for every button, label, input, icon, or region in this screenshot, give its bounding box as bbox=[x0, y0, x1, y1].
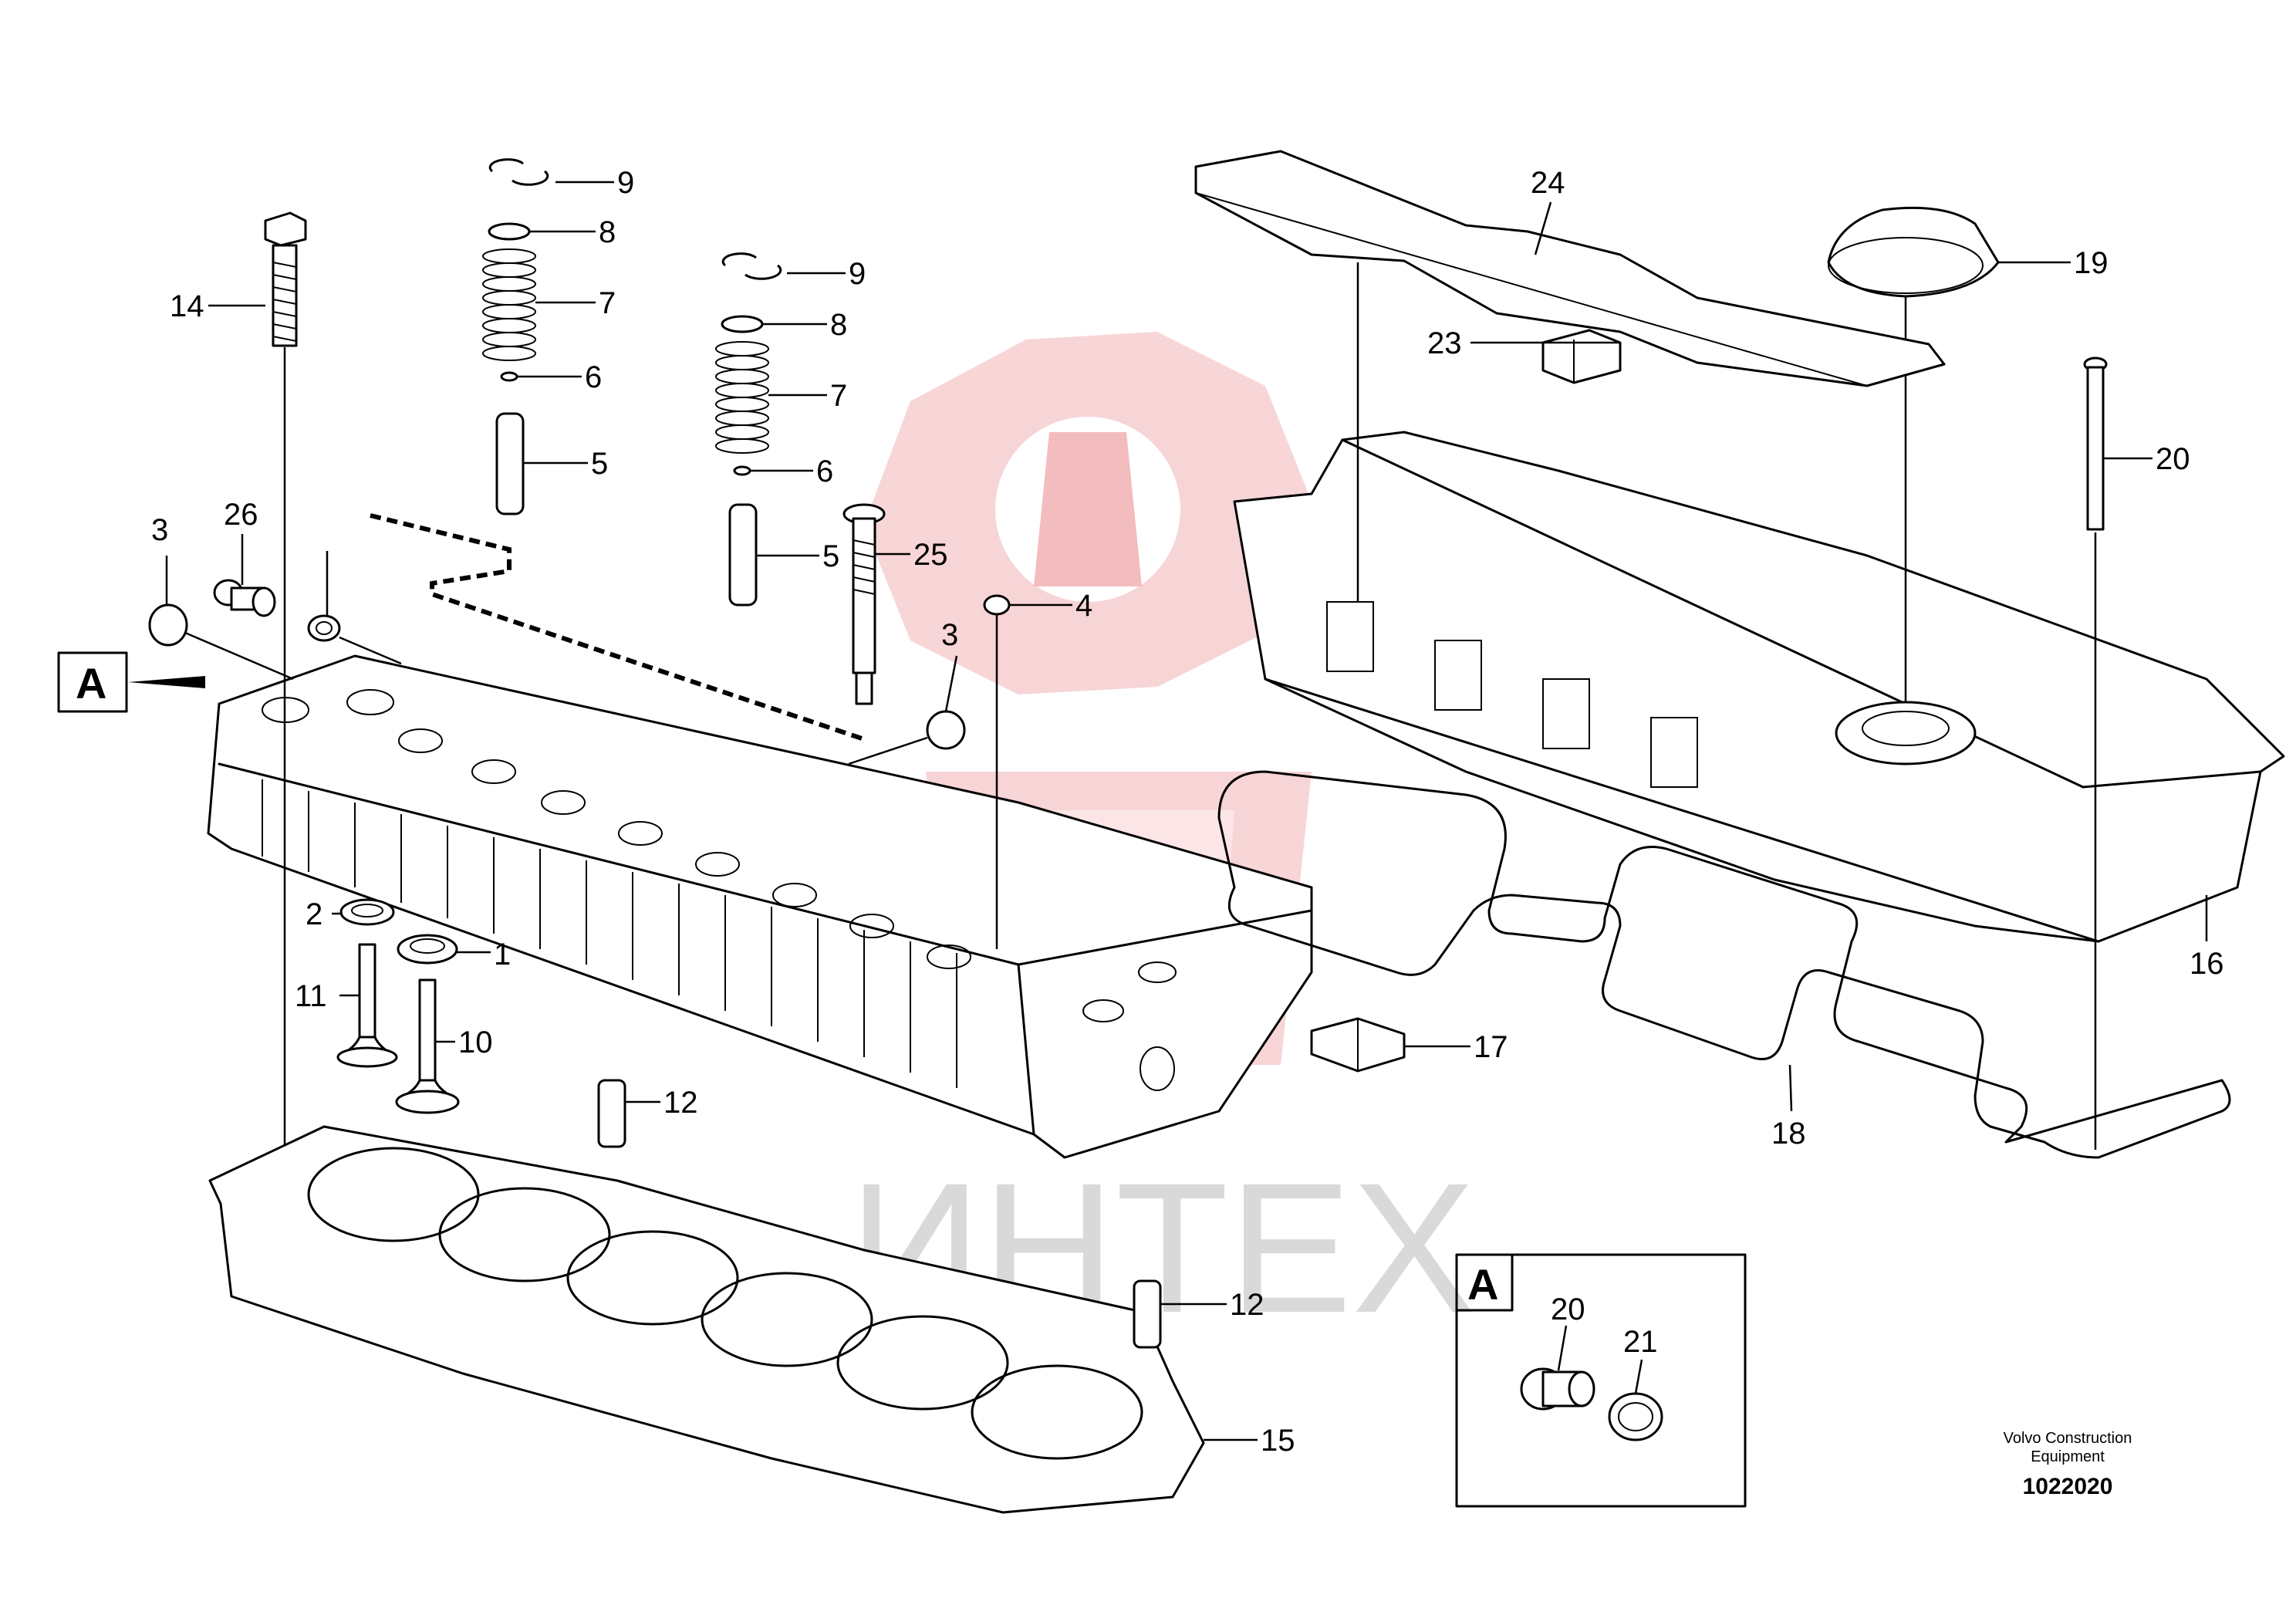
callout-9b: 9 bbox=[849, 257, 866, 291]
plug-3a bbox=[148, 603, 188, 647]
callout-9a: 9 bbox=[617, 166, 634, 200]
dowel-12b bbox=[1133, 1279, 1162, 1349]
detail-view-letter: A bbox=[1467, 1260, 1498, 1309]
callout-2: 2 bbox=[306, 897, 322, 931]
oil-cap-18 bbox=[1827, 206, 2000, 702]
valve-cover-15 bbox=[1233, 431, 2285, 943]
callout-12b: 12 bbox=[1230, 1288, 1264, 1322]
cylinder-head bbox=[207, 654, 1313, 1159]
detail-view-box bbox=[1455, 1253, 1747, 1508]
valve-seals bbox=[339, 898, 458, 965]
callout-25: 26 bbox=[224, 498, 258, 532]
view-marker-letter: A bbox=[76, 659, 106, 708]
callout-1: 1 bbox=[494, 938, 511, 972]
callout-5a: 5 bbox=[591, 447, 608, 481]
valve-train-left bbox=[482, 158, 549, 515]
bolt-24 bbox=[842, 503, 886, 705]
callout-16: 17 bbox=[1474, 1030, 1508, 1064]
callout-20: 20 bbox=[1551, 1293, 1585, 1326]
callout-3b: 3 bbox=[941, 618, 958, 652]
view-marker-box bbox=[57, 651, 128, 713]
washer-21 bbox=[1608, 1392, 1663, 1441]
washer-26 bbox=[307, 614, 341, 642]
part-16 bbox=[1310, 1017, 1406, 1073]
valve-train-right bbox=[715, 252, 782, 607]
footer-company-line1: Volvo Construction bbox=[2004, 1430, 2132, 1447]
callout-6a: 6 bbox=[585, 360, 602, 394]
callout-8a: 8 bbox=[599, 215, 616, 249]
callout-19: 20 bbox=[2156, 442, 2190, 476]
callout-22: 23 bbox=[1427, 326, 1462, 360]
bracket-22 bbox=[1541, 329, 1622, 384]
bolt-13 bbox=[264, 211, 307, 1188]
footer-drawing-number: 1022020 bbox=[2023, 1474, 2113, 1499]
callout-18: 19 bbox=[2074, 246, 2109, 280]
callout-6b: 6 bbox=[816, 454, 833, 488]
plug-3b bbox=[926, 710, 966, 750]
callout-12a: 12 bbox=[663, 1086, 698, 1120]
heat-shield-23 bbox=[1194, 150, 1946, 387]
plug-20 bbox=[1520, 1367, 1595, 1411]
assembly-dashed-line bbox=[370, 513, 865, 742]
callout-5b: 5 bbox=[822, 539, 839, 573]
callout-21: 21 bbox=[1623, 1325, 1658, 1359]
callout-labels: 9 8 7 6 5 9 8 7 6 5 14 25 4 3 26 3 2 1 1… bbox=[151, 166, 2224, 1458]
callout-24: 25 bbox=[913, 538, 948, 572]
callout-14: 15 bbox=[1261, 1424, 1295, 1458]
callout-10: 10 bbox=[458, 1026, 493, 1059]
callout-7a: 7 bbox=[599, 286, 616, 320]
callout-23: 24 bbox=[1531, 166, 1565, 200]
valves bbox=[336, 943, 460, 1114]
leader-lines bbox=[165, 181, 2208, 1441]
callout-8b: 8 bbox=[830, 308, 847, 342]
dowel-12a bbox=[597, 1079, 626, 1148]
plug-25 bbox=[213, 579, 276, 617]
callout-11: 11 bbox=[295, 979, 327, 1013]
cover-gasket-17 bbox=[1217, 770, 2231, 1159]
callout-17: 18 bbox=[1771, 1117, 1806, 1151]
sleeve-4 bbox=[983, 594, 1011, 616]
bolt-19 bbox=[2083, 357, 2108, 1150]
footer-company-line2: Equipment bbox=[2031, 1448, 2105, 1465]
callout-4: 4 bbox=[1075, 589, 1092, 623]
callout-3a: 3 bbox=[151, 513, 168, 547]
callout-7b: 7 bbox=[830, 379, 847, 413]
head-gasket-14 bbox=[208, 1125, 1205, 1514]
callout-15: 16 bbox=[2190, 947, 2224, 981]
callout-13: 14 bbox=[170, 289, 204, 323]
view-marker-arrow-icon bbox=[128, 676, 205, 688]
